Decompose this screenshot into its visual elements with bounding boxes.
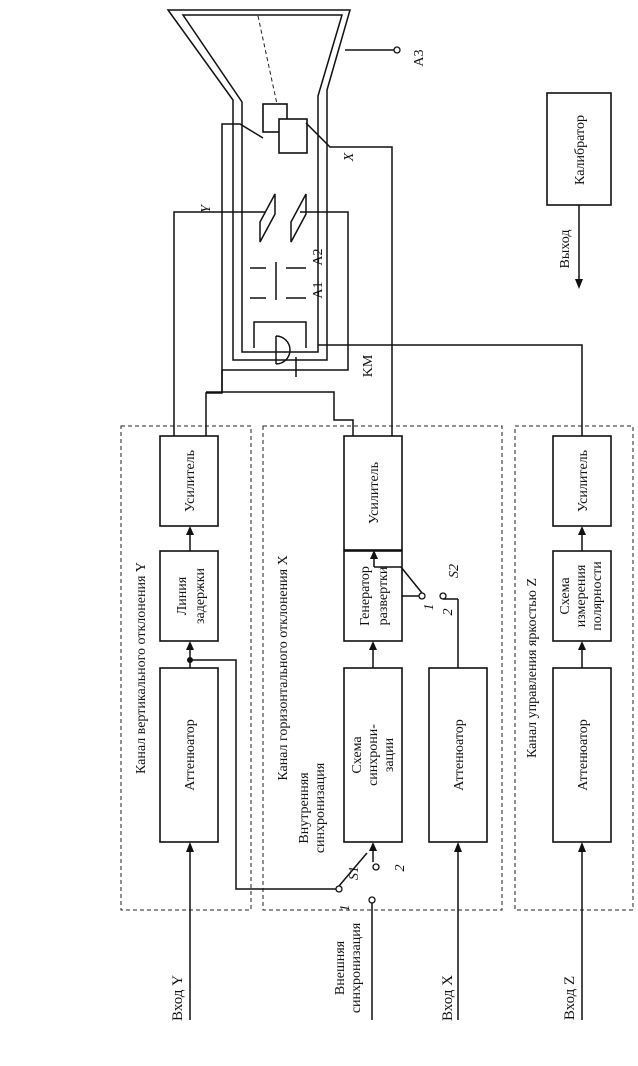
s2-pos1 — [418, 592, 426, 600]
x-out-wire-2 — [305, 122, 393, 436]
label-x-deflect: X — [342, 152, 357, 162]
s2-pos1-label: 1 — [422, 604, 437, 611]
label-y-deflect: Y — [199, 203, 214, 213]
x-sync-box — [343, 667, 403, 843]
y-out-wire-1 — [173, 211, 266, 436]
label-a3: A3 — [412, 49, 427, 66]
deflection-plate-x — [290, 193, 307, 243]
z-polarity-label-2: измерения — [574, 564, 589, 627]
s2-blade — [400, 566, 423, 594]
channel-x-frame — [262, 425, 503, 911]
int-sync-label-1: Внутренняя — [297, 772, 312, 844]
output-label: Выход — [558, 230, 573, 269]
x-amplifier-box — [343, 435, 403, 551]
z-attenuator-label: Аттенюатор — [576, 719, 591, 791]
input-z-label: Вход Z — [562, 976, 578, 1020]
calibrator-box — [546, 92, 612, 206]
y-delay-line-box — [159, 550, 219, 642]
channel-y-frame — [120, 425, 252, 911]
x-sync-label-2: синхрони- — [366, 724, 381, 786]
x-sync-label-3: зации — [382, 737, 397, 772]
channel-z-title: Канал управления яркостью Z — [525, 578, 540, 758]
z-polarity-label-3: полярности — [590, 561, 605, 631]
x-sweep-label-2: развертки — [376, 566, 391, 625]
y-amplifier-label: Усилитель — [183, 450, 198, 512]
channel-y-title: Канал вертикального отклонения Y — [134, 562, 149, 774]
z-amplifier-box — [552, 435, 612, 527]
z-polarity-label-1: Схема — [558, 577, 573, 615]
y-delay-line-label-2: задержки — [193, 567, 208, 624]
x-sweep-label-1: Генератор — [358, 566, 373, 626]
beam-line — [257, 15, 281, 119]
crt-tube — [166, 9, 401, 377]
y-amplifier-box — [159, 435, 219, 527]
label-a1: A1 — [311, 281, 326, 298]
channel-x-title: Канал горизонтального отклонения X — [276, 555, 291, 780]
s1-pos1-label: 1 — [338, 905, 353, 912]
y-delay-line-label-1: Линия — [175, 576, 190, 615]
s1-blade — [338, 852, 368, 887]
s1-pos2-label: 2 — [393, 865, 408, 872]
input-x-label: Вход X — [440, 975, 456, 1021]
tube-element-upper — [262, 103, 288, 133]
cathode — [275, 335, 291, 365]
s1-pos1 — [335, 885, 343, 893]
y-attenuator-box — [159, 667, 219, 843]
x-out-wire-1 — [206, 391, 354, 436]
s1-pos2 — [372, 863, 380, 871]
tube-element-lower — [278, 118, 308, 154]
s2-label: S2 — [447, 564, 462, 578]
s2-pos2 — [439, 592, 447, 600]
terminal-a3 — [393, 46, 401, 54]
z-out-wire — [330, 344, 583, 436]
x-attenuator-label: Аттенюатор — [452, 719, 467, 791]
int-sync-label-2: синхронизация — [313, 762, 328, 853]
x-sync-label-1: Схема — [350, 736, 365, 774]
s1-label: S1 — [347, 866, 362, 880]
deflection-plate-y — [259, 193, 276, 243]
z-amplifier-label: Усилитель — [576, 450, 591, 512]
label-km: KM — [361, 354, 376, 377]
x-sweep-box — [343, 550, 403, 642]
ext-sync-label-2: синхронизация — [349, 922, 364, 1013]
channel-z-frame — [514, 425, 634, 911]
s2-pos2-label: 2 — [441, 609, 456, 616]
x-amplifier-label: Усилитель — [367, 462, 382, 524]
y-attenuator-label: Аттенюатор — [183, 719, 198, 791]
calibrator-label: Калибратор — [573, 115, 588, 185]
x-attenuator-box — [428, 667, 488, 843]
z-attenuator-box — [552, 667, 612, 843]
ext-sync-label-1: Внешняя — [333, 940, 348, 995]
label-a2: A2 — [311, 248, 326, 265]
input-y-label: Вход Y — [170, 975, 186, 1021]
